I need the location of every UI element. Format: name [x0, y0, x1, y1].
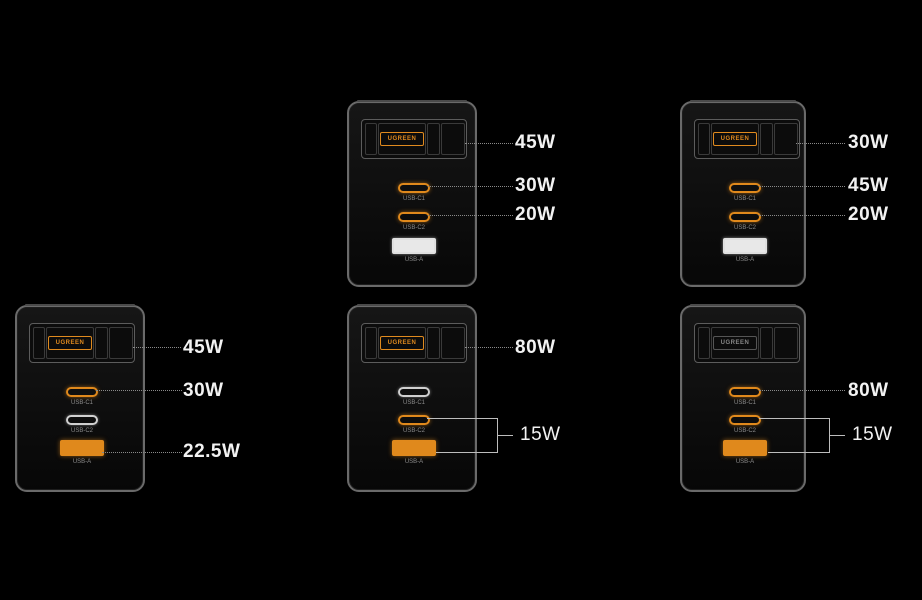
- port-label-a: USB-A: [735, 459, 755, 465]
- usb-a-port-icon: [392, 440, 436, 456]
- wattage-usb-c2: 20W: [848, 204, 889, 225]
- brand-logo: UGREEN: [380, 132, 424, 146]
- leader-line: [759, 186, 845, 187]
- port-label-c1: USB-C1: [733, 196, 756, 202]
- usb-c-port-icon: [66, 415, 98, 425]
- wattage-usb-c1: 30W: [183, 380, 224, 401]
- leader-line: [759, 215, 845, 216]
- leader-line: [133, 347, 181, 348]
- wattage-display: 80W: [848, 380, 889, 401]
- port-label-a: USB-A: [404, 459, 424, 465]
- usb-c-port-icon: [729, 212, 761, 222]
- usb-a-port-icon: [392, 238, 436, 254]
- bracket-stub: [759, 418, 819, 419]
- wattage-display: 80W: [515, 337, 556, 358]
- wattage-shared: 15W: [520, 424, 561, 445]
- port-label-c2: USB-C2: [733, 225, 756, 231]
- charger-display: UGREEN: [361, 119, 467, 159]
- usb-c-port-icon: [66, 387, 98, 397]
- brand-logo: UGREEN: [380, 336, 424, 350]
- charger-display: UGREEN: [694, 119, 800, 159]
- usb-c-port-icon: [398, 212, 430, 222]
- brand-logo: UGREEN: [713, 132, 757, 146]
- bracket-stub: [436, 452, 487, 453]
- leader-line: [465, 143, 513, 144]
- charger-config-3: UGREEN USB-C1 USB-C2 USB-A: [347, 304, 477, 492]
- leader-line: [759, 390, 845, 391]
- port-label-c2: USB-C2: [402, 225, 425, 231]
- brand-logo: UGREEN: [713, 336, 757, 350]
- usb-c-port-icon: [398, 415, 430, 425]
- wattage-usb-a: 22.5W: [183, 441, 241, 462]
- port-label-c1: USB-C1: [733, 400, 756, 406]
- wattage-shared: 15W: [852, 424, 893, 445]
- wattage-display: 45W: [183, 337, 224, 358]
- usb-a-port-icon: [723, 238, 767, 254]
- leader-line: [428, 186, 513, 187]
- port-label-c2: USB-C2: [70, 428, 93, 434]
- port-label-c2: USB-C2: [733, 428, 756, 434]
- wattage-display: 45W: [515, 132, 556, 153]
- leader-line: [96, 390, 182, 391]
- bracket-stub: [829, 435, 845, 436]
- leader-line: [428, 215, 513, 216]
- port-label-a: USB-A: [735, 257, 755, 263]
- port-label-c1: USB-C1: [402, 400, 425, 406]
- wattage-usb-c1: 45W: [848, 175, 889, 196]
- usb-c-port-icon: [729, 183, 761, 193]
- port-label-c2: USB-C2: [402, 428, 425, 434]
- charger-display: UGREEN: [361, 323, 467, 363]
- usb-c-port-icon: [398, 387, 430, 397]
- wattage-display: 30W: [848, 132, 889, 153]
- wattage-usb-c2: 20W: [515, 204, 556, 225]
- bracket-stub: [427, 418, 487, 419]
- charger-config-5: UGREEN USB-C1 USB-C2 USB-A: [680, 304, 806, 492]
- usb-c-port-icon: [729, 387, 761, 397]
- port-label-a: USB-A: [72, 459, 92, 465]
- usb-a-port-icon: [60, 440, 104, 456]
- port-label-c1: USB-C1: [70, 400, 93, 406]
- port-label-a: USB-A: [404, 257, 424, 263]
- port-label-c1: USB-C1: [402, 196, 425, 202]
- usb-c-port-icon: [729, 415, 761, 425]
- charger-config-4: UGREEN USB-C1 USB-C2 USB-A: [680, 100, 806, 287]
- bracket-stub: [497, 435, 513, 436]
- charger-display: UGREEN: [694, 323, 800, 363]
- wattage-usb-c1: 30W: [515, 175, 556, 196]
- charger-display: UGREEN: [29, 323, 135, 363]
- leader-line: [102, 452, 182, 453]
- usb-a-port-icon: [723, 440, 767, 456]
- charger-config-1: UGREEN USB-C1 USB-C2 USB-A: [15, 304, 145, 492]
- leader-line: [465, 347, 513, 348]
- charger-config-2: UGREEN USB-C1 USB-C2 USB-A: [347, 100, 477, 287]
- brand-logo: UGREEN: [48, 336, 92, 350]
- bracket-stub: [768, 452, 819, 453]
- leader-line: [796, 143, 845, 144]
- usb-c-port-icon: [398, 183, 430, 193]
